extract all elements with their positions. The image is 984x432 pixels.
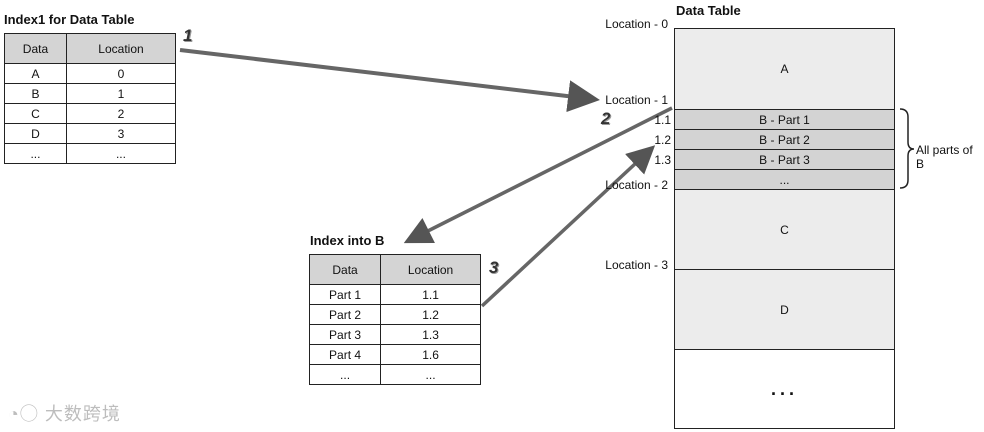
step-number-2: 2 (601, 109, 611, 128)
sub-location-label: 1.1 (654, 113, 671, 127)
index1-cell: ... (4, 143, 67, 164)
brace-label: All parts of B (916, 143, 973, 171)
index1-title: Index1 for Data Table (4, 12, 135, 27)
arrow-2 (403, 106, 673, 244)
index1-cell: B (4, 83, 67, 104)
arrow-3 (480, 145, 656, 308)
location-label: Location - 1 (605, 93, 668, 107)
index-b-header-location: Location (380, 254, 481, 285)
watermark-logo: ◔◯ 大数跨境 (8, 400, 121, 426)
index-b-cell: 1.1 (380, 284, 481, 305)
data-cell-b-part-2: B - Part 2 (674, 129, 895, 150)
step-number-3: 3 (489, 258, 499, 277)
watermark-text: 大数跨境 (44, 404, 121, 424)
index-b-cell: Part 1 (308, 284, 382, 305)
step-number-1: 1 (183, 26, 193, 45)
sub-location-label: 1.3 (654, 153, 671, 167)
index1-cell: 3 (65, 123, 177, 144)
data-cell-c: C (674, 189, 895, 270)
index1-cell: 1 (65, 83, 177, 104)
index-b-cell: ... (380, 364, 481, 385)
index-b-title: Index into B (310, 233, 385, 248)
data-cell-a: A (674, 28, 895, 110)
index-b-header-data: Data (308, 254, 382, 285)
brace (899, 108, 915, 189)
sub-location-label: 1.2 (654, 133, 671, 147)
location-label: Location - 2 (605, 178, 668, 192)
data-table-title: Data Table (676, 3, 741, 18)
index-b-cell: Part 3 (308, 324, 382, 345)
index-b-cell: 1.6 (380, 344, 481, 365)
index1-cell: 2 (65, 103, 177, 124)
index1-cell: 0 (65, 63, 177, 84)
index-b-cell: 1.2 (380, 304, 481, 325)
index1-cell: D (4, 123, 67, 144)
arrow-1 (179, 48, 600, 113)
index1-cell: C (4, 103, 67, 124)
location-label: Location - 0 (605, 17, 668, 31)
location-label: Location - 3 (605, 258, 668, 272)
index-b-cell: ... (308, 364, 382, 385)
watermark-icon: ◔◯ (8, 404, 39, 424)
index1-cell: A (4, 63, 67, 84)
index-b-cell: 1.3 (380, 324, 481, 345)
data-cell-b-more: ... (674, 169, 895, 190)
data-cell-tail: ... (674, 349, 895, 429)
data-cell-d: D (674, 269, 895, 350)
index1-header-data: Data (4, 33, 67, 64)
index-b-cell: Part 4 (308, 344, 382, 365)
index1-header-location: Location (65, 33, 177, 64)
data-cell-b-part-1: B - Part 1 (674, 109, 895, 130)
index1-cell: ... (65, 143, 177, 164)
data-cell-b-part-3: B - Part 3 (674, 149, 895, 170)
index-b-cell: Part 2 (308, 304, 382, 325)
